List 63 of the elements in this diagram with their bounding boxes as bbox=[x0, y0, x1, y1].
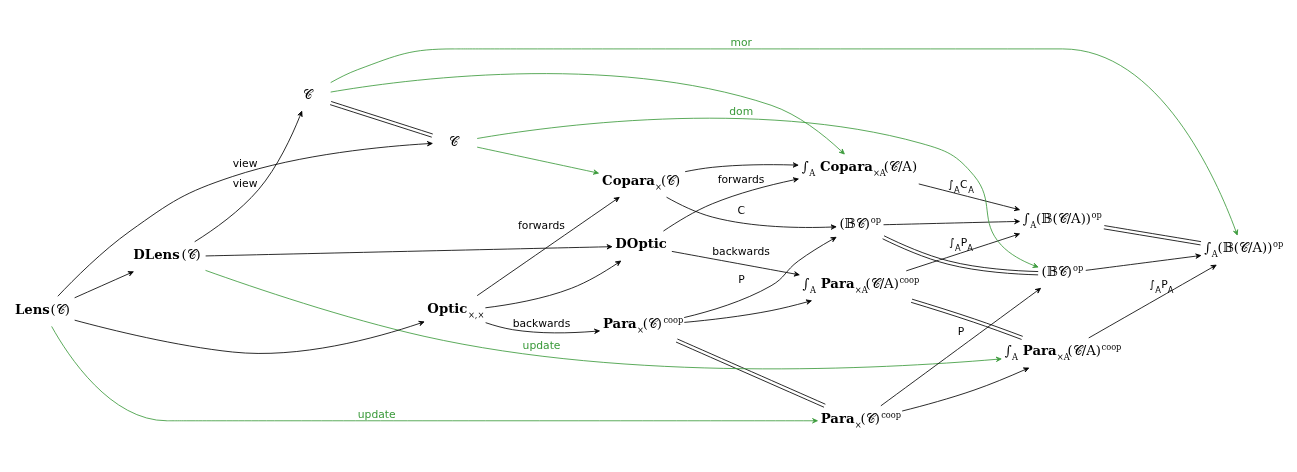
arrow bbox=[205, 243, 613, 256]
node-text: ∫$_{A}$ Copara$_{×A}$(𝒞/A) bbox=[801, 158, 918, 178]
node-text: ∫$_{A}$(𝔹(𝒞/A))$^{op}$ bbox=[1204, 238, 1284, 259]
edge-label: update bbox=[357, 407, 396, 421]
arrow bbox=[476, 146, 599, 175]
arrow bbox=[330, 48, 1239, 235]
arrow bbox=[485, 321, 600, 334]
edge-label: backwards bbox=[512, 316, 571, 330]
edge-label: ∫$_{A}$C$_{A}$ bbox=[948, 177, 974, 195]
arrow bbox=[205, 269, 1002, 369]
edge-label: C bbox=[737, 203, 746, 217]
arrow bbox=[684, 161, 799, 172]
arrow bbox=[905, 232, 1020, 271]
edge-label: update bbox=[522, 338, 561, 352]
connector bbox=[882, 234, 1039, 275]
arrow bbox=[330, 72, 845, 154]
node-text: Para$_{×}$(𝒞)$^{coop}$ bbox=[820, 409, 902, 430]
connector bbox=[1103, 224, 1202, 245]
arrow bbox=[666, 196, 837, 230]
node-text: Para$_{×}$(𝒞)$^{coop}$ bbox=[602, 314, 684, 335]
edge-label: view bbox=[232, 156, 258, 170]
edge-label: forwards bbox=[518, 218, 565, 232]
arrow bbox=[74, 319, 425, 354]
arrow bbox=[484, 260, 622, 308]
arrow bbox=[671, 250, 800, 277]
node-text: DOptic bbox=[615, 235, 667, 251]
arrow bbox=[683, 299, 812, 323]
node-text: DLens(𝒞) bbox=[133, 246, 201, 262]
arrow bbox=[476, 117, 1039, 268]
edge-label: view bbox=[232, 176, 258, 190]
edge-label: backwards bbox=[712, 244, 770, 258]
node-text: 𝒞 bbox=[449, 133, 459, 149]
arrow bbox=[683, 236, 837, 318]
node-text: ∫$_{A}$ Para$_{×A}$(𝒞/A)$^{coop}$ bbox=[802, 274, 920, 295]
edge-label: ∫$_{A}$P$_{A}$ bbox=[949, 235, 974, 253]
arrow bbox=[51, 325, 818, 423]
arrow bbox=[74, 270, 134, 298]
connector bbox=[675, 338, 826, 408]
arrow bbox=[194, 110, 303, 242]
arrow bbox=[663, 176, 799, 231]
arrow bbox=[476, 196, 620, 296]
edge-label: P bbox=[738, 272, 745, 286]
edge-label: mor bbox=[730, 35, 752, 49]
arrow bbox=[918, 183, 1020, 211]
node-text: Copara$_{×}$(𝒞) bbox=[602, 172, 681, 192]
edge-label: forwards bbox=[717, 172, 765, 186]
node-text: ∫$_{A}$ Para$_{×A}$(𝒞/A)$^{coop}$ bbox=[1004, 341, 1122, 362]
arrow bbox=[883, 218, 1020, 225]
arrow bbox=[1085, 253, 1202, 271]
node-text: ∫$_{A}$(𝔹(𝒞/A))$^{op}$ bbox=[1022, 209, 1102, 230]
connector bbox=[329, 100, 434, 138]
edge-label: dom bbox=[729, 105, 754, 118]
node-text: 𝒞 bbox=[302, 86, 312, 102]
arrow bbox=[57, 140, 433, 297]
node-text: (𝔹𝒞)$^{op}$ bbox=[1041, 262, 1084, 279]
node-text: Lens(𝒞) bbox=[14, 301, 70, 317]
node-text: (𝔹𝒞)$^{op}$ bbox=[839, 214, 882, 231]
connector bbox=[910, 298, 1024, 340]
arrow bbox=[1088, 264, 1217, 338]
arrow bbox=[901, 367, 1030, 411]
node-text: Optic$_{×,×}$ bbox=[427, 300, 485, 320]
arrow bbox=[880, 287, 1041, 406]
edge-label: P bbox=[957, 324, 965, 338]
